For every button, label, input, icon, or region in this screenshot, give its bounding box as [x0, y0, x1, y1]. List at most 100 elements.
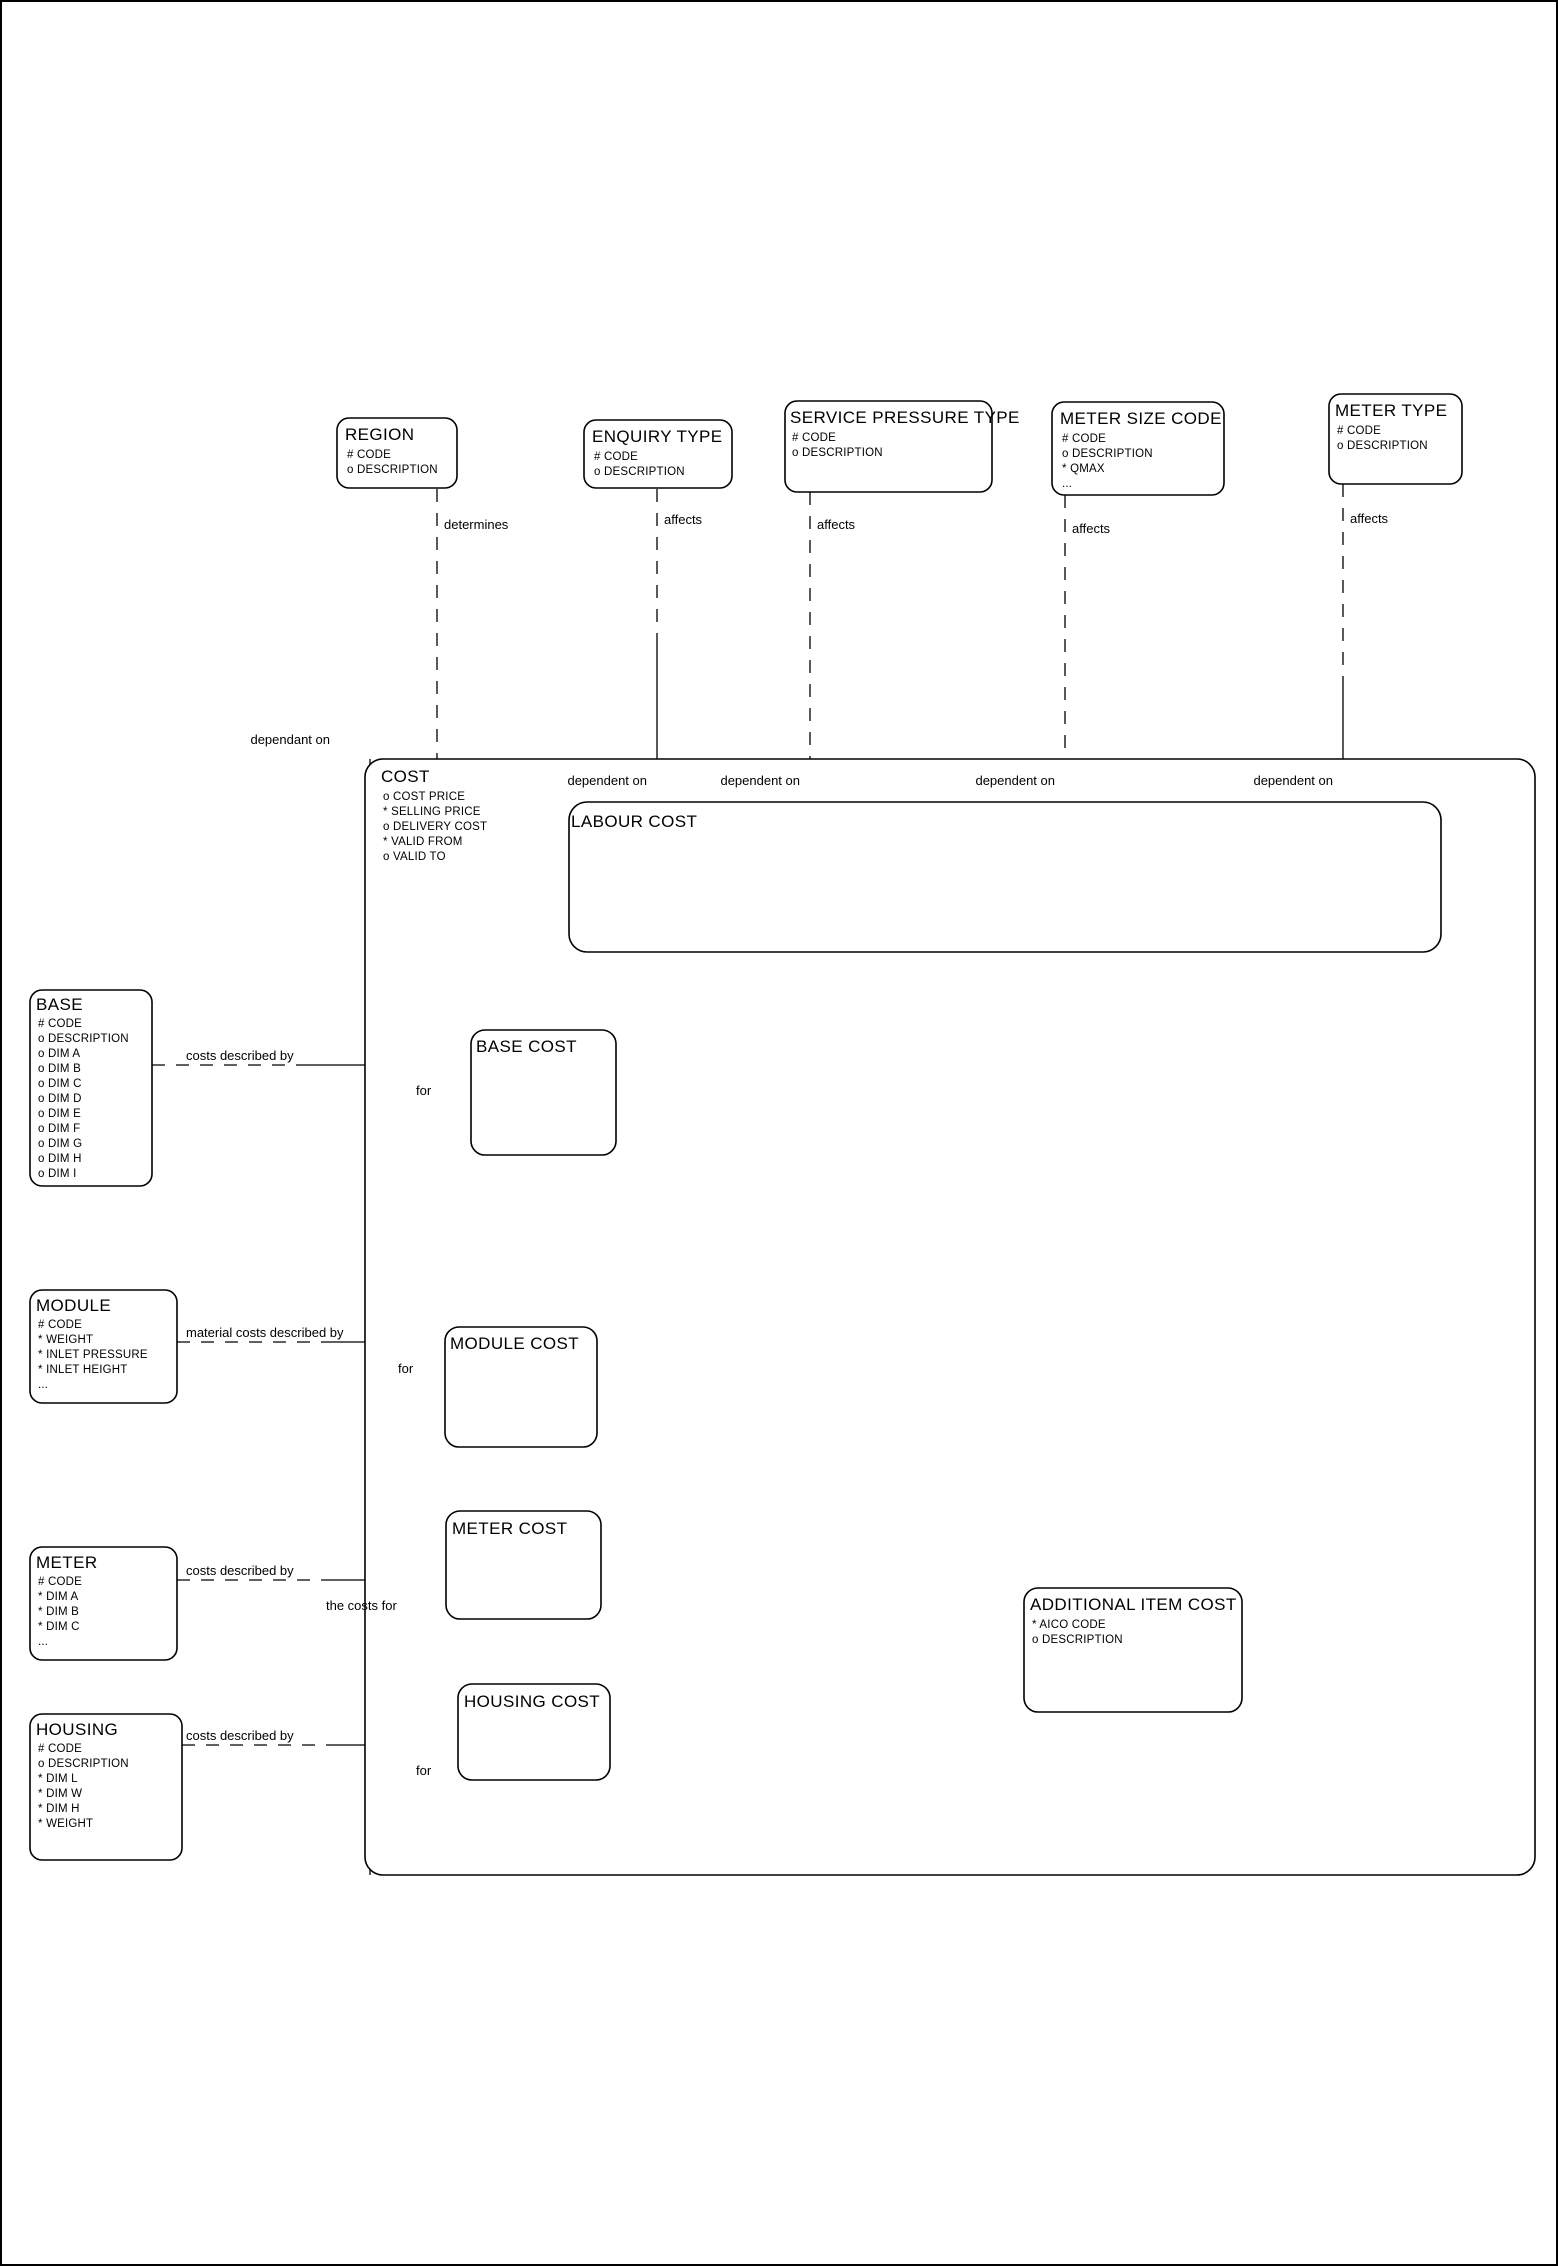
relationship-label-dependent-on-metertype: dependent on: [1253, 773, 1333, 788]
entity-attribute: # CODE: [1337, 425, 1381, 437]
entity-attribute: # CODE: [38, 1743, 82, 1755]
entity-box: [29, 1713, 183, 1861]
entity-meter-size-code[interactable]: METER SIZE CODE # CODE o DESCRIPTION * Q…: [1051, 401, 1225, 496]
entity-title: METER: [36, 1553, 98, 1572]
relationship-label-dependent-on-metersize: dependent on: [975, 773, 1055, 788]
entity-box: [29, 989, 153, 1187]
relationship-label-the-costs-for: the costs for: [326, 1598, 397, 1613]
entity-base-cost[interactable]: BASE COST: [470, 1029, 617, 1156]
entity-title: BASE: [36, 995, 83, 1014]
relationship-label-material-costs-described-by: material costs described by: [186, 1325, 344, 1340]
entity-attribute: ...: [1062, 478, 1072, 490]
entity-title: METER COST: [452, 1519, 567, 1538]
entity-attribute: o DIM H: [38, 1153, 82, 1165]
entity-additional-item-cost[interactable]: ADDITIONAL ITEM COST * AICO CODE o DESCR…: [1023, 1587, 1243, 1713]
relationship-label-for-module: for: [398, 1361, 414, 1376]
entity-meter-cost[interactable]: METER COST: [445, 1510, 602, 1620]
relationship-label-dependant-on: dependant on: [250, 732, 330, 747]
entity-enquiry-type[interactable]: ENQUIRY TYPE # CODE o DESCRIPTION: [583, 419, 733, 489]
relationship-label-determines: determines: [444, 517, 509, 532]
entity-attribute: * VALID FROM: [383, 836, 463, 848]
entity-attribute: o DESCRIPTION: [594, 466, 685, 478]
entity-attribute: # CODE: [38, 1018, 82, 1030]
entity-attribute: # CODE: [1062, 433, 1106, 445]
entity-attribute: o DELIVERY COST: [383, 821, 487, 833]
entity-attribute: o DESCRIPTION: [1032, 1634, 1123, 1646]
entity-attribute: o DESCRIPTION: [38, 1033, 129, 1045]
entity-title: COST: [381, 767, 430, 786]
entity-module[interactable]: MODULE # CODE * WEIGHT * INLET PRESSURE …: [29, 1289, 178, 1404]
entity-attribute: ...: [38, 1636, 48, 1648]
entity-box: [784, 400, 993, 493]
relationship-label-costs-described-by-base: costs described by: [186, 1048, 294, 1063]
relationship-label-affects-service: affects: [817, 517, 856, 532]
entity-attribute: # CODE: [38, 1319, 82, 1331]
entity-attribute: o DESCRIPTION: [347, 464, 438, 476]
entity-base[interactable]: BASE # CODE o DESCRIPTION o DIM A o DIM …: [29, 989, 153, 1187]
entity-title: SERVICE PRESSURE TYPE: [790, 408, 1020, 427]
relationship-region-cost[interactable]: [428, 489, 446, 775]
entity-attribute: * WEIGHT: [38, 1818, 93, 1830]
entity-box: [1023, 1587, 1243, 1713]
entity-attribute: # CODE: [594, 451, 638, 463]
entity-region[interactable]: REGION # CODE o DESCRIPTION: [336, 417, 458, 489]
entity-cost[interactable]: COST o COST PRICE * SELLING PRICE o DELI…: [364, 758, 1536, 1876]
entity-attribute: * DIM L: [38, 1773, 78, 1785]
entity-box: [1328, 393, 1463, 485]
relationship-label-for-housing: for: [416, 1763, 432, 1778]
entity-attribute: o DIM F: [38, 1123, 80, 1135]
entity-attribute: o COST PRICE: [383, 791, 465, 803]
entity-attribute: o DESCRIPTION: [1337, 440, 1428, 452]
relationship-label-dependent-on-service: dependent on: [720, 773, 800, 788]
entity-labour-cost[interactable]: LABOUR COST: [568, 801, 1442, 953]
entity-box: [444, 1326, 598, 1448]
entity-attribute: * DIM B: [38, 1606, 79, 1618]
entity-attribute: o DIM A: [38, 1048, 80, 1060]
entity-attribute: * WEIGHT: [38, 1334, 93, 1346]
entity-title: METER SIZE CODE: [1060, 409, 1222, 428]
entity-attribute: # CODE: [347, 449, 391, 461]
entity-service-pressure-type[interactable]: SERVICE PRESSURE TYPE # CODE o DESCRIPTI…: [784, 400, 1020, 493]
entity-attribute: # CODE: [792, 432, 836, 444]
relationship-label-affects-metersize: affects: [1072, 521, 1111, 536]
entity-meter[interactable]: METER # CODE * DIM A * DIM B * DIM C ...: [29, 1546, 178, 1661]
entity-box: [445, 1510, 602, 1620]
entity-title: BASE COST: [476, 1037, 577, 1056]
entity-module-cost[interactable]: MODULE COST: [444, 1326, 598, 1448]
entity-attribute: o DESCRIPTION: [1062, 448, 1153, 460]
entity-attribute: o DIM B: [38, 1063, 81, 1075]
entity-title: MODULE COST: [450, 1334, 579, 1353]
entity-title: HOUSING: [36, 1720, 118, 1739]
entity-attribute: o VALID TO: [383, 851, 446, 863]
relationship-label-costs-described-by-housing: costs described by: [186, 1728, 294, 1743]
entity-attribute: o DIM G: [38, 1138, 82, 1150]
entity-title: ENQUIRY TYPE: [592, 427, 722, 446]
entity-attribute: o DIM I: [38, 1168, 76, 1180]
entity-attribute: * QMAX: [1062, 463, 1105, 475]
entity-attribute: * DIM C: [38, 1621, 80, 1633]
entity-housing[interactable]: HOUSING # CODE o DESCRIPTION * DIM L * D…: [29, 1713, 183, 1861]
entity-housing-cost[interactable]: HOUSING COST: [457, 1683, 611, 1781]
relationship-label-dependent-on-enquiry: dependent on: [567, 773, 647, 788]
entity-box: [470, 1029, 617, 1156]
entity-box: [364, 758, 1536, 1876]
relationship-label-costs-described-by-meter: costs described by: [186, 1563, 294, 1578]
relationship-label-affects-metertype: affects: [1350, 511, 1389, 526]
entity-title: METER TYPE: [1335, 401, 1447, 420]
entity-attribute: o DIM D: [38, 1093, 82, 1105]
entity-attribute: # CODE: [38, 1576, 82, 1588]
entity-attribute: * AICO CODE: [1032, 1619, 1106, 1631]
entity-attribute: * DIM W: [38, 1788, 82, 1800]
entity-box: [568, 801, 1442, 953]
entity-title: MODULE: [36, 1296, 111, 1315]
entity-attribute: * DIM A: [38, 1591, 79, 1603]
entity-title: ADDITIONAL ITEM COST: [1030, 1595, 1237, 1614]
entity-box: [336, 417, 458, 489]
entity-box: [29, 1289, 178, 1404]
entity-title: LABOUR COST: [571, 812, 697, 831]
entity-attribute: o DIM C: [38, 1078, 82, 1090]
entity-title: REGION: [345, 425, 414, 444]
entity-meter-type[interactable]: METER TYPE # CODE o DESCRIPTION: [1328, 393, 1463, 485]
